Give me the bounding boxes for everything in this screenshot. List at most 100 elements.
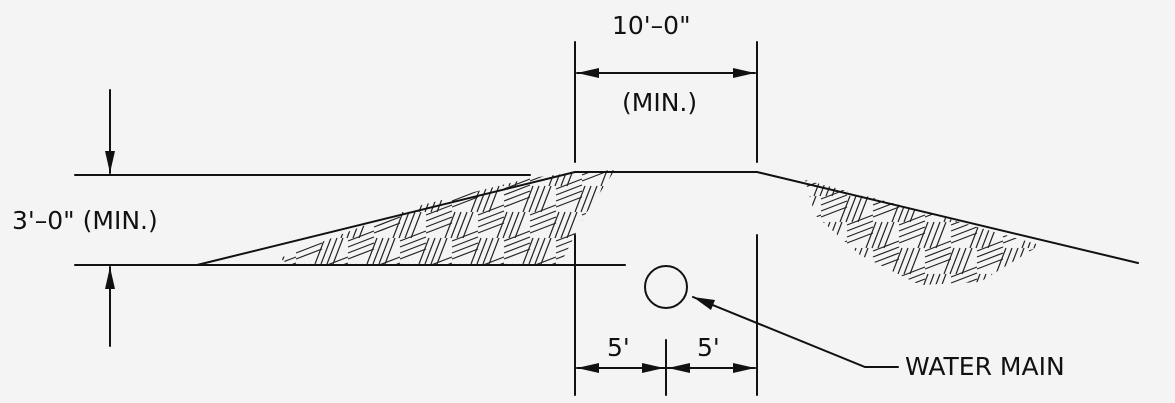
leader-arrowhead bbox=[693, 297, 715, 310]
hatch-stroke bbox=[477, 204, 505, 216]
hatch-stroke bbox=[581, 210, 609, 222]
hatch-stroke bbox=[1033, 221, 1040, 249]
hatch-stroke bbox=[1054, 248, 1064, 274]
hatch-stroke bbox=[374, 159, 400, 169]
hatch-stroke bbox=[530, 159, 556, 169]
hatch-stroke bbox=[554, 170, 566, 187]
hatch-stroke bbox=[1055, 169, 1081, 179]
hatch-stroke bbox=[555, 236, 583, 248]
hatch-stroke bbox=[607, 248, 615, 260]
hatch-stroke bbox=[851, 247, 863, 275]
hatch-stroke bbox=[961, 247, 973, 275]
hatch-stroke bbox=[456, 263, 468, 266]
hatch-stroke bbox=[410, 263, 422, 266]
hatch-stroke bbox=[819, 180, 831, 197]
hatch-stroke bbox=[1055, 279, 1081, 289]
hatch-stroke bbox=[1028, 188, 1040, 200]
hatch-stroke bbox=[347, 248, 375, 260]
hatch-stroke bbox=[592, 185, 604, 213]
hatch-stroke bbox=[270, 269, 296, 279]
hatch-stroke bbox=[788, 248, 798, 274]
hatch-stroke bbox=[950, 272, 978, 284]
hatch-stroke bbox=[1007, 247, 1019, 275]
hatch-stroke bbox=[813, 221, 825, 249]
hatch-stroke bbox=[883, 180, 895, 197]
hatch-stroke bbox=[976, 246, 1004, 258]
hatch-stroke bbox=[1055, 273, 1081, 283]
hatch-stroke bbox=[839, 195, 851, 223]
hatch-stroke bbox=[831, 221, 843, 249]
hatch-stroke bbox=[1066, 248, 1076, 274]
hatch-stroke bbox=[366, 237, 378, 265]
hatch-stroke bbox=[903, 247, 915, 275]
hatch-stroke bbox=[898, 180, 926, 192]
hatch-stroke bbox=[398, 263, 410, 266]
hatch-stroke bbox=[820, 240, 848, 252]
hatch-stroke bbox=[825, 273, 837, 285]
hatch-stroke bbox=[321, 210, 349, 222]
hatch-stroke bbox=[950, 220, 978, 232]
hatch-stroke bbox=[462, 263, 474, 266]
hatch-stroke bbox=[451, 178, 479, 190]
hatch-stroke bbox=[581, 204, 609, 216]
hatch-stroke bbox=[805, 195, 817, 223]
hatch-stroke bbox=[877, 273, 889, 285]
hatch-stroke bbox=[1055, 163, 1081, 173]
hatch-stroke bbox=[846, 226, 874, 238]
hatch-stroke bbox=[819, 221, 831, 249]
hatch-stroke bbox=[374, 269, 400, 279]
hatch-stroke bbox=[846, 266, 874, 278]
hatch-stroke bbox=[347, 184, 375, 196]
hatch-stroke bbox=[477, 170, 505, 176]
hatch-stroke bbox=[488, 237, 500, 265]
hatch-stroke bbox=[384, 237, 396, 265]
hatch-stroke bbox=[295, 184, 323, 196]
hatch-stroke bbox=[555, 184, 583, 196]
hatch-stroke bbox=[555, 190, 583, 202]
hatch-stroke bbox=[846, 180, 874, 186]
hatch-stroke bbox=[347, 242, 375, 254]
hatch-stroke bbox=[1055, 221, 1081, 231]
hatch-stroke bbox=[607, 196, 615, 208]
hatch-stroke bbox=[358, 263, 370, 266]
arrowhead-offset-left bbox=[577, 363, 599, 373]
hatch-stroke bbox=[444, 263, 456, 266]
hatch-stroke bbox=[295, 242, 323, 254]
hatch-stroke bbox=[399, 248, 427, 260]
hatch-stroke bbox=[540, 185, 552, 213]
hatch-stroke bbox=[347, 178, 375, 190]
hatch-stroke bbox=[951, 169, 977, 179]
hatch-stroke bbox=[846, 214, 874, 226]
hatch-stroke bbox=[508, 170, 520, 187]
hatch-stroke bbox=[450, 263, 462, 266]
hatch-stroke bbox=[1055, 181, 1081, 191]
hatch-stroke bbox=[950, 232, 978, 244]
hatch-stroke bbox=[399, 184, 427, 196]
hatch-stroke bbox=[981, 273, 993, 285]
hatch-stroke bbox=[1002, 272, 1030, 284]
hatch-stroke bbox=[1021, 180, 1033, 197]
hatch-stroke bbox=[813, 273, 825, 285]
hatch-stroke bbox=[280, 222, 297, 234]
hatch-stroke bbox=[1060, 196, 1070, 222]
hatch-stroke bbox=[847, 169, 873, 179]
hatch-stroke bbox=[976, 240, 1004, 252]
hatch-stroke bbox=[321, 170, 349, 176]
hatch-stroke bbox=[347, 190, 375, 202]
hatch-stroke bbox=[322, 275, 348, 285]
hatch-stroke bbox=[295, 196, 323, 208]
hatch-stroke bbox=[935, 273, 947, 285]
hatch-stroke bbox=[280, 237, 286, 265]
hatch-stroke bbox=[923, 273, 935, 285]
hatch-stroke bbox=[975, 180, 987, 197]
hatch-stroke bbox=[426, 275, 452, 285]
hatch-stroke bbox=[482, 237, 494, 265]
hatch-stroke bbox=[976, 194, 1004, 206]
hatch-stroke bbox=[1027, 180, 1039, 197]
hatch-stroke bbox=[529, 170, 557, 176]
hatch-stroke bbox=[794, 248, 804, 274]
hatch-stroke bbox=[1002, 220, 1030, 232]
hatch-stroke bbox=[503, 184, 531, 196]
hatch-stroke bbox=[269, 186, 279, 212]
